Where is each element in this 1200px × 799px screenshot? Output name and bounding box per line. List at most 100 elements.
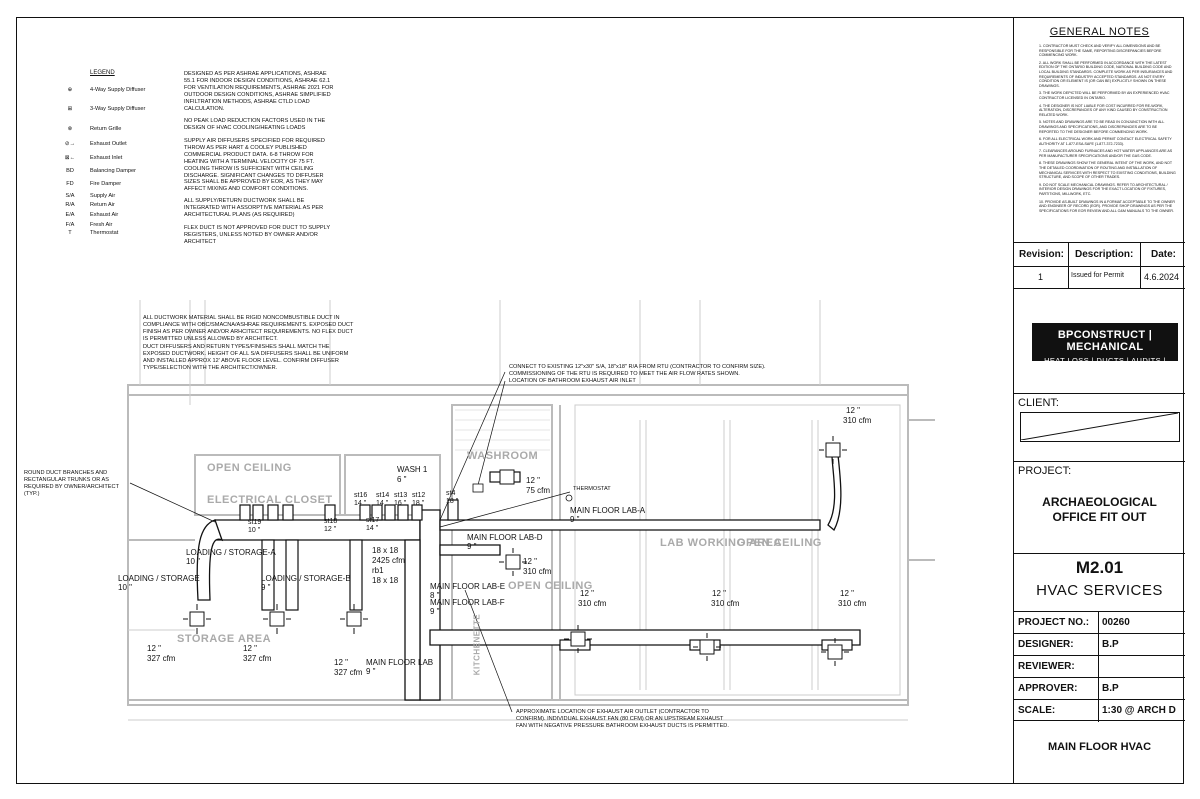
duct-label: MAIN FLOOR LAB-D <box>467 533 543 542</box>
duct-label: 12 " <box>324 526 337 533</box>
duct-label: st17 <box>366 517 380 524</box>
duct-label: MAIN FLOOR LAB-A <box>570 506 646 515</box>
revision-number: 1 <box>1038 272 1044 282</box>
info-row-reviewer: REVIEWER: <box>1014 655 1185 678</box>
duct-label: 8 " <box>430 591 440 600</box>
diffuser-label: 12 " <box>147 644 161 653</box>
duct-label: LOADING / STORAGE-B <box>261 574 351 583</box>
revision-header: Revision: Description: Date: <box>1014 243 1185 267</box>
diffuser-label: 12 " <box>243 644 257 653</box>
duct-label: 18 x 18 <box>372 546 399 555</box>
duct-label: 18 " <box>446 498 459 505</box>
revision-row: 1 Issued for Permit 4.6.2024 <box>1014 267 1185 289</box>
client-section: CLIENT: <box>1014 394 1185 462</box>
diffuser-tr <box>825 442 841 458</box>
duct-label: rb1 <box>372 566 384 575</box>
info-row-project-no: PROJECT NO.:00260 <box>1014 611 1185 634</box>
duct-label: st19 <box>248 519 262 526</box>
legend-item: ⊞3-Way Supply Diffuser <box>56 106 176 118</box>
4-way-diffuser-icon: ⊕ <box>67 87 73 93</box>
diffuser-label: 310 cfm <box>578 599 607 608</box>
logo-section <box>1014 289 1185 394</box>
title-block: GENERAL NOTES 1. CONTRACTOR MUST CHECK A… <box>1013 17 1185 784</box>
info-row-approver: APPROVER:B.P <box>1014 677 1185 700</box>
3-way-diffuser-icon: ⊞ <box>67 106 73 112</box>
revision-date: 4.6.2024 <box>1144 272 1180 282</box>
diffuser-label: 75 cfm <box>526 486 551 495</box>
design-note: NO PEAK LOAD REDUCTION FACTORS USED IN T… <box>184 118 326 131</box>
duct-label: MAIN FLOOR LAB-E <box>430 582 506 591</box>
diffuser-s1 <box>189 611 205 627</box>
duct-label: 9 " <box>366 667 376 676</box>
room-lab-working: LAB WORKING AREA <box>660 537 782 549</box>
duct-label: 18 " <box>412 500 425 507</box>
duct-label: 6 " <box>397 475 407 484</box>
duct-label: 10 " <box>186 557 200 566</box>
diffuser-r1 <box>570 631 586 647</box>
diffuser-label: 310 cfm <box>711 599 740 608</box>
date-col-header: Date: <box>1151 249 1177 260</box>
duct-label: LOADING / STORAGE-A <box>186 548 276 557</box>
room-open-ceiling-2: OPEN CEILING <box>737 537 822 549</box>
diffuser-label: 12 " <box>580 589 594 598</box>
return-grille-icon: ⊗ <box>67 126 73 132</box>
duct-label: LOADING / STORAGE <box>118 574 200 583</box>
diffuser-label: 12 " <box>846 406 860 415</box>
design-note: FLEX DUCT IS NOT APPROVED FOR DUCT TO SU… <box>184 225 330 245</box>
legend-item: ⊕4-Way Supply Diffuser <box>56 87 176 99</box>
diffuser-label: 327 cfm <box>334 668 363 677</box>
diffuser-label: 12 " <box>840 589 854 598</box>
duct-label: st4 <box>446 490 456 497</box>
design-note: SUPPLY AIR DIFFUSERS SPECIFIED FOR REQUI… <box>184 138 325 193</box>
diffuser-label: 327 cfm <box>243 654 272 663</box>
duct-label: 10 " <box>248 527 261 534</box>
duct-note: ALL DUCTWORK MATERIAL SHALL BE RIGID NON… <box>143 315 354 342</box>
callout-rtu: CONNECT TO EXISTING 12"x30" S/A, 18"x18"… <box>509 364 766 377</box>
duct-label: 14 " <box>366 525 379 532</box>
info-row-designer: DESIGNER:B.P <box>1014 633 1185 656</box>
legend-item: ⊗Return Grille <box>56 126 176 138</box>
callout-bath-inlet: LOCATION OF BATHROOM EXHAUST AIR INLET <box>509 378 636 384</box>
client-label: CLIENT: <box>1018 397 1059 409</box>
diffuser-label: 327 cfm <box>147 654 176 663</box>
client-box <box>1020 412 1180 442</box>
legend-item: ⊘→Exhaust Outlet <box>56 141 176 153</box>
logo-line1: BPCONSTRUCT | MECHANICAL <box>1057 329 1153 353</box>
project-section: PROJECT: <box>1014 462 1185 554</box>
info-row-scale: SCALE:1:30 @ ARCH D <box>1014 699 1185 722</box>
company-logo: BPCONSTRUCT | MECHANICAL HEAT LOSS | DUC… <box>1032 323 1178 374</box>
callout-thermostat: THERMOSTAT <box>573 486 611 492</box>
sheet-title: HVAC SERVICES <box>1036 582 1163 599</box>
general-notes-title: GENERAL NOTES <box>1049 26 1150 38</box>
exhaust-outlet-icon: ⊘→ <box>64 141 76 147</box>
drawing-sheet <box>16 17 1184 784</box>
diffuser-label: 310 cfm <box>838 599 867 608</box>
duct-label: st13 <box>394 492 408 499</box>
diffuser-s3 <box>346 611 362 627</box>
sheet-number: M2.01 <box>1075 558 1124 577</box>
room-storage-area: STORAGE AREA <box>177 633 272 645</box>
diffuser-label: 12 " <box>523 557 537 566</box>
room-open-ceiling-3: OPEN CEILING <box>508 580 593 592</box>
duct-label: MAIN FLOOR LAB <box>366 658 434 667</box>
duct-label: 10 " <box>118 583 132 592</box>
revision-col-header: Revision: <box>1019 249 1065 260</box>
fire-damper-icon: FD <box>66 181 74 187</box>
diffuser-label: 310 cfm <box>523 567 552 576</box>
duct-label: 2425 cfm <box>372 556 405 565</box>
project-name-line2: OFFICE FIT OUT <box>1052 510 1147 524</box>
duct-note: DUCT DIFFUSERS AND RETURN TYPES/FINISHES… <box>143 344 349 371</box>
project-label: PROJECT: <box>1018 465 1072 477</box>
diffuser-label: 12 " <box>712 589 726 598</box>
duct-label: st16 <box>354 492 368 499</box>
thermostat-icon: T <box>68 230 72 236</box>
diffuser-lab <box>505 554 521 570</box>
balancing-damper-icon: BD <box>66 168 74 174</box>
diffuser-wash <box>499 469 515 485</box>
general-notes-list: 1. CONTRACTOR MUST CHECK AND VERIFY ALL … <box>1039 44 1176 213</box>
design-note: DESIGNED AS PER ASHRAE APPLICATIONS, ASH… <box>184 71 334 112</box>
